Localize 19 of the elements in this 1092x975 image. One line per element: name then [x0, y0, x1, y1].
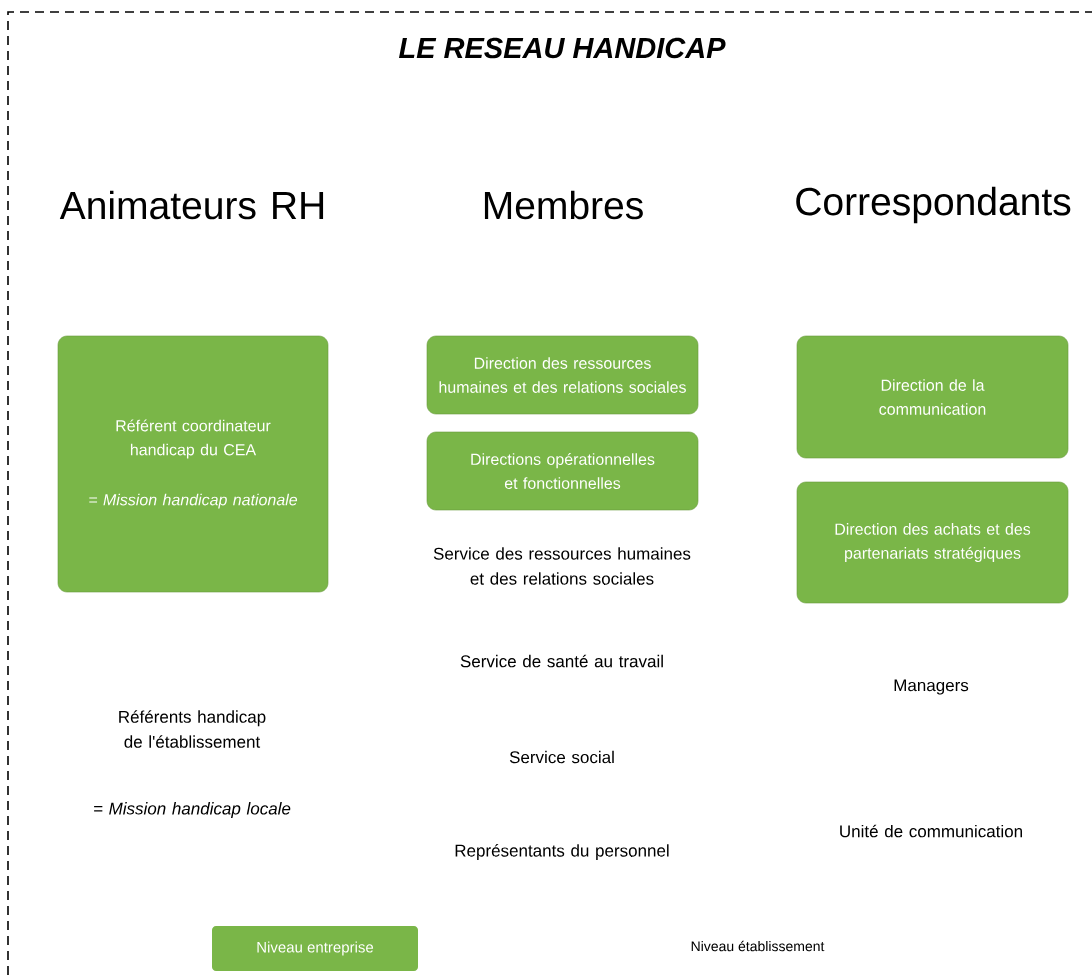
- note-text: = Mission handicap locale: [94, 802, 291, 818]
- process-box: Directions opérationnelles et fonctionnelles: [426, 431, 699, 511]
- process-box: Direction des achats et des partenariats stratégiques: [796, 481, 1069, 604]
- member-label: Unité de communication: [840, 824, 1022, 838]
- member-label: Référents handicap de l'établissement: [119, 710, 266, 748]
- process-box: Direction de la communication: [796, 335, 1069, 459]
- member-label: Service des ressources humaines et des relations sociales: [433, 547, 691, 585]
- member-label: Service de santé au travail: [460, 654, 663, 668]
- legend-item: Niveau entreprise: [212, 926, 418, 971]
- legend-item: Niveau établissement: [691, 940, 825, 952]
- member-label: Service social: [509, 750, 614, 764]
- column-heading: Correspondants: [796, 186, 1071, 224]
- member-label: Représentants du personnel: [455, 844, 669, 861]
- column-heading: Animateurs RH: [59, 190, 324, 220]
- process-box: Référent coordinateur handicap du CEA = Mission handicap nationale: [57, 335, 329, 593]
- process-box: Direction des ressources humaines et des relations sociales: [426, 335, 699, 415]
- column-heading: Membres: [484, 190, 643, 220]
- title: LE RESEAU HANDICAP: [399, 37, 726, 59]
- member-label: Managers: [894, 679, 969, 695]
